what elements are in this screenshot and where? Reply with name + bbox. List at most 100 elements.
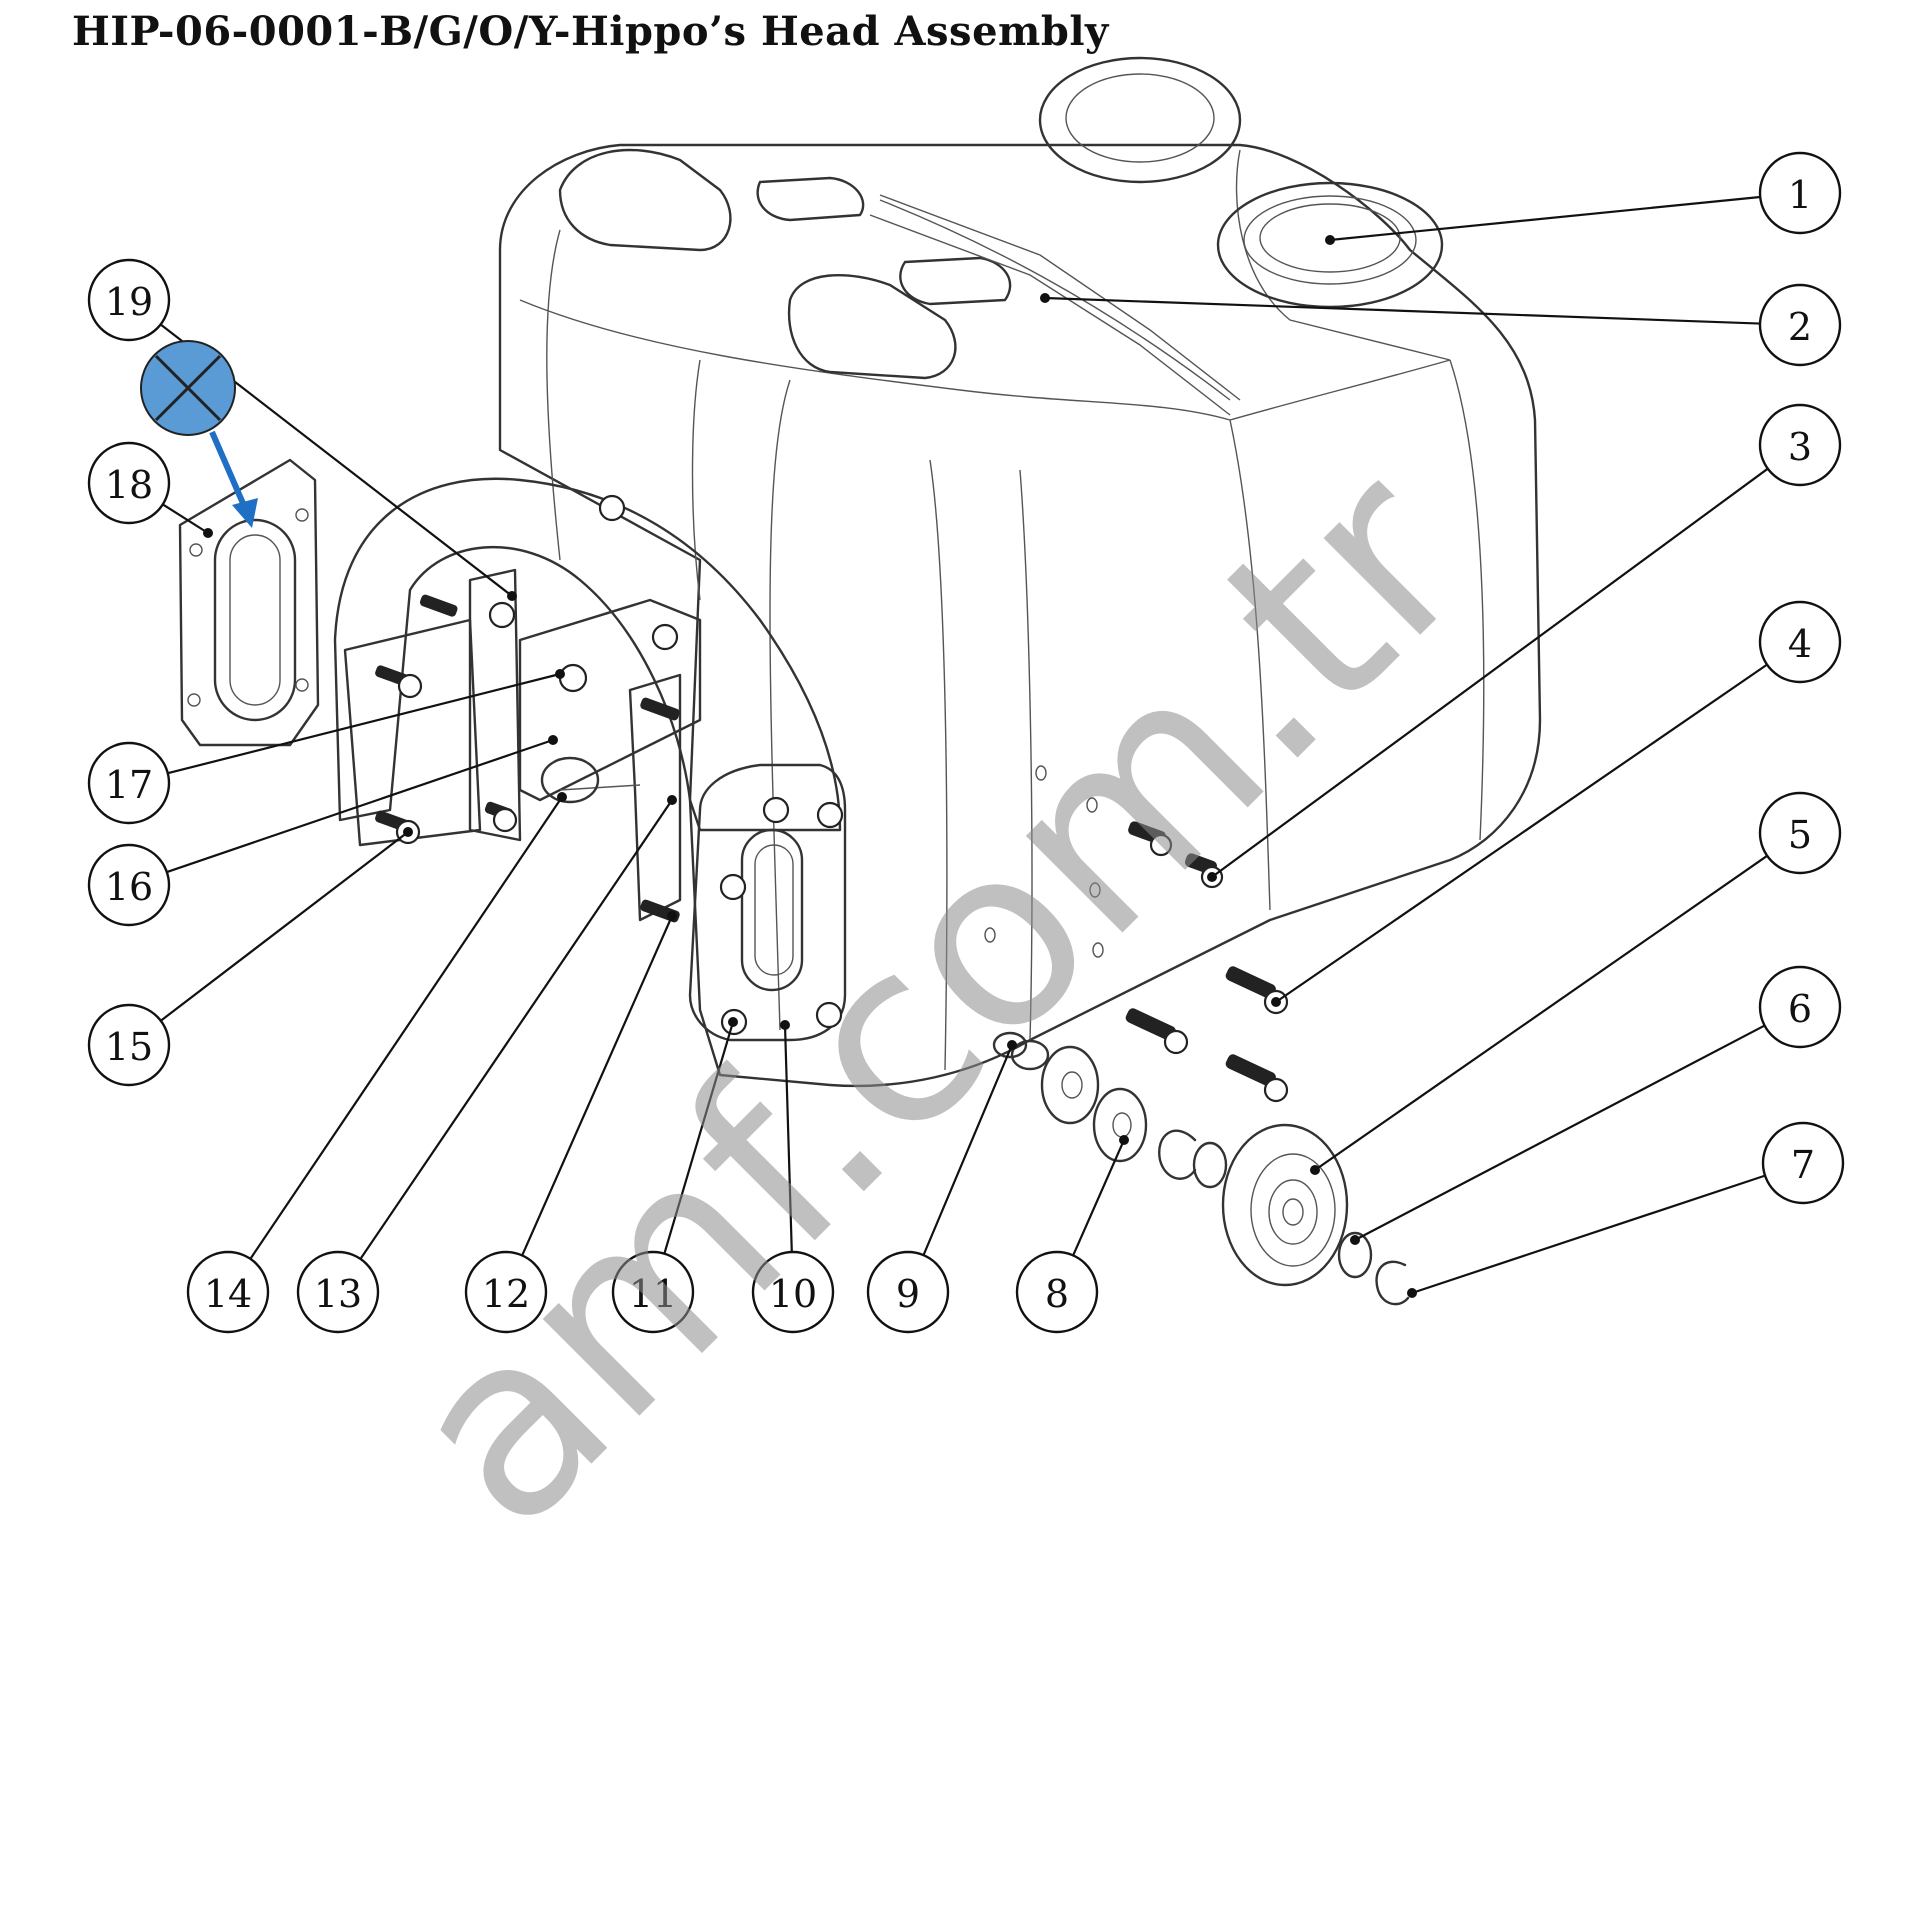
callout-label: 17 [105,763,153,807]
callout-15: 15 [87,1003,171,1087]
leader-dot-4 [1271,997,1281,1007]
callout-bubble [87,741,171,825]
leader-line-11 [663,1021,735,1254]
callout-13: 13 [296,1250,380,1334]
callout-bubble [87,258,171,342]
callout-bubble [1758,151,1842,235]
leader-line-6 [1354,1024,1766,1241]
callout-10: 10 [751,1250,835,1334]
callout-label: 16 [105,865,153,909]
callout-label: 5 [1788,813,1812,857]
wheel-stack [992,1031,1410,1306]
callout-label: 19 [105,280,153,324]
callout-bubble [1758,403,1842,487]
callout-6: 6 [1758,965,1842,1049]
callout-label: 12 [482,1272,530,1316]
callout-bubble [611,1250,695,1334]
callout-7: 7 [1761,1121,1845,1205]
callout-14: 14 [186,1250,270,1334]
callout-label: 9 [896,1272,920,1316]
leader-line-1 [1329,195,1761,242]
callout-label: 3 [1788,425,1812,469]
callout-11: 11 [611,1250,695,1334]
leader-line-3 [1211,467,1769,878]
callout-8: 8 [1015,1250,1099,1334]
leader-line-13 [359,799,673,1260]
leader-dot-7 [1407,1288,1417,1298]
callout-label: 8 [1045,1272,1069,1316]
callout-label: 14 [204,1272,252,1316]
leader-dot-14 [557,792,567,802]
leader-dot-19 [507,591,517,601]
callout-bubble [464,1250,548,1334]
leader-dot-9 [1007,1040,1017,1050]
leader-dot-15 [403,827,413,837]
callout-label: 18 [105,463,153,507]
leader-dot-11 [728,1017,738,1027]
callout-bubble [1761,1121,1845,1205]
callout-bubble [1758,600,1842,684]
callout-19: 19 [87,258,171,342]
callout-2: 2 [1758,283,1842,367]
callout-bubble [87,1003,171,1087]
callout-label: 11 [629,1272,677,1316]
callout-12: 12 [464,1250,548,1334]
leader-dot-13 [667,795,677,805]
callout-label: 6 [1788,987,1812,1031]
callout-label: 1 [1788,173,1812,217]
callout-label: 15 [105,1025,153,1069]
circle-x-icon [140,340,236,436]
callout-bubble [87,441,171,525]
callout-bubble [1758,283,1842,367]
leader-line-16 [166,738,554,874]
leader-lines [159,195,1769,1298]
leader-dot-17 [555,669,565,679]
callout-9: 9 [866,1250,950,1334]
side-bracket [333,477,842,922]
arrow-icon [209,430,258,528]
callout-18: 18 [87,441,171,525]
leader-dot-3 [1207,872,1217,882]
callout-bubble [1758,965,1842,1049]
leader-line-2 [1044,296,1761,325]
callout-bubble [866,1250,950,1334]
callout-17: 17 [87,741,171,825]
page-title: HIP-06-0001-B/G/O/Y-Hippo’s Head Assembl… [72,8,1109,55]
grommet-plate-18 [178,458,320,747]
watermark-text: amf.com.tr [351,414,1519,1582]
callout-label: 2 [1788,305,1812,349]
leader-line-9 [922,1044,1014,1256]
callout-bubble [751,1250,835,1334]
head-body-outline [498,56,1542,1088]
callout-bubble [87,843,171,927]
leader-line-12 [521,915,674,1256]
callout-label: 13 [314,1272,362,1316]
leader-dot-8 [1119,1135,1129,1145]
frame-plate-10 [688,763,847,1042]
leader-dot-18 [203,528,213,538]
callout-label: 7 [1791,1143,1815,1187]
leader-line-18 [162,503,209,534]
leader-dot-12 [667,911,677,921]
leader-dot-10 [780,1020,790,1030]
callout-bubble [296,1250,380,1334]
leader-line-5 [1314,854,1768,1171]
callout-bubble [186,1250,270,1334]
callout-bubble [1758,791,1842,875]
callout-16: 16 [87,843,171,927]
leader-dot-16 [548,735,558,745]
leader-line-8 [1072,1139,1126,1256]
callout-5: 5 [1758,791,1842,875]
leader-line-14 [249,796,563,1260]
callout-label: 4 [1788,622,1812,666]
leader-line-17 [167,672,561,775]
callout-label: 10 [769,1272,817,1316]
leader-line-15 [160,831,409,1022]
leader-line-10 [783,1024,793,1253]
leader-dot-1 [1325,235,1335,245]
callout-3: 3 [1758,403,1842,487]
leader-line-4 [1275,663,1768,1003]
leader-dot-2 [1040,293,1050,303]
